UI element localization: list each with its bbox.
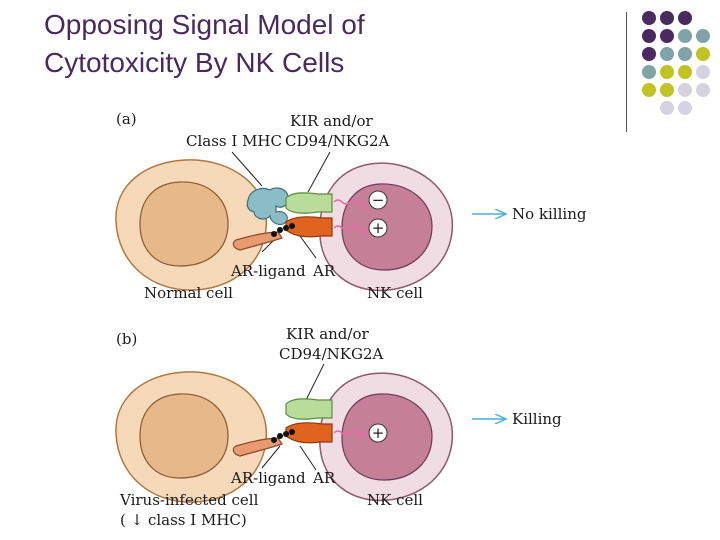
target-cell-label-line1: Virus-infected cell xyxy=(119,491,259,509)
decorative-dot xyxy=(678,11,692,25)
decorative-dot xyxy=(642,29,656,43)
inhibitory-signal-wave xyxy=(333,199,366,204)
panel-a-label: (a) xyxy=(116,110,137,128)
decorative-dot xyxy=(642,65,656,79)
receptor-label-line1: KIR and/or xyxy=(290,112,373,130)
ar-ligand xyxy=(232,231,283,251)
ligand-dot xyxy=(289,223,295,229)
ar-receptor xyxy=(285,422,333,444)
nk-cell-label: NK cell xyxy=(367,284,423,302)
outcome-label: Killing xyxy=(512,410,562,428)
ar-label: AR xyxy=(312,469,336,487)
receptor-leader-line xyxy=(305,363,325,401)
decorative-dot xyxy=(678,47,692,61)
nk-cell-nucleus xyxy=(341,393,433,481)
title-line-1: Opposing Signal Model of xyxy=(44,9,365,40)
ligand-leader-line xyxy=(261,445,281,469)
ar-leader-line xyxy=(299,235,317,259)
activating-signal-wave xyxy=(333,430,366,435)
ligand-dot xyxy=(283,431,289,437)
ligand-label: AR-ligand xyxy=(230,262,306,280)
activating-sign: + xyxy=(372,424,385,442)
kir-receptor xyxy=(285,398,333,420)
ligand-dot xyxy=(289,429,295,435)
mhc-leader-line xyxy=(231,151,263,187)
decorative-divider xyxy=(626,12,627,132)
decorative-dot xyxy=(678,29,692,43)
nk-cell-label: NK cell xyxy=(367,491,423,509)
ligand-dot xyxy=(277,227,283,233)
mhc-label: Class I MHC xyxy=(186,132,282,150)
inhibitory-sign-circle xyxy=(368,190,388,210)
virus-infected-cell-nucleus xyxy=(139,393,229,479)
ligand-dot xyxy=(271,437,277,443)
ar-ligand xyxy=(232,437,283,457)
title-line-2: Cytotoxicity By NK Cells xyxy=(44,47,345,78)
receptor-leader-line xyxy=(307,151,331,193)
activating-sign: + xyxy=(372,219,385,237)
ar-leader-line xyxy=(299,445,317,471)
decorative-dot xyxy=(660,65,674,79)
decorative-dot xyxy=(696,83,710,97)
normal-cell-nucleus xyxy=(139,181,229,267)
decorative-dot xyxy=(678,101,692,115)
activating-signal-wave xyxy=(333,225,366,230)
kir-receptor xyxy=(285,192,333,214)
inhibitory-sign: − xyxy=(372,191,385,209)
panel-b-label: (b) xyxy=(116,330,137,348)
ligand-dot xyxy=(271,231,277,237)
decorative-dot xyxy=(642,11,656,25)
slide-title: Opposing Signal Model of Cytotoxicity By… xyxy=(44,6,564,82)
receptor-label-line1: KIR and/or xyxy=(286,325,369,343)
decorative-dot xyxy=(660,47,674,61)
panel-a: (a) KIR and/or CD94/NKG2A Class I MHC xyxy=(115,110,587,302)
target-cell-label: Normal cell xyxy=(144,284,233,302)
ligand-dot xyxy=(277,433,283,439)
decorative-dot xyxy=(696,29,710,43)
receptor-label-line2: CD94/NKG2A xyxy=(285,132,390,150)
decorative-dot xyxy=(660,29,674,43)
decorative-dot xyxy=(678,65,692,79)
decorative-dot xyxy=(696,47,710,61)
ar-receptor xyxy=(285,216,333,238)
decorative-dot xyxy=(678,83,692,97)
outcome-label: No killing xyxy=(512,205,587,223)
decorative-dot xyxy=(642,83,656,97)
target-cell-label-line2: ( ↓ class I MHC) xyxy=(120,511,247,529)
decorative-dot xyxy=(660,101,674,115)
activating-sign-circle xyxy=(368,423,388,443)
class-i-mhc xyxy=(246,187,289,226)
decorative-dot xyxy=(696,65,710,79)
decorative-dot xyxy=(642,47,656,61)
activating-sign-circle xyxy=(368,218,388,238)
decorative-dot xyxy=(660,83,674,97)
decorative-dot xyxy=(660,11,674,25)
decorative-dot-grid xyxy=(640,8,720,123)
receptor-label-line2: CD94/NKG2A xyxy=(279,345,384,363)
ligand-label: AR-ligand xyxy=(230,469,306,487)
ligand-dot xyxy=(283,225,289,231)
ar-label: AR xyxy=(312,262,336,280)
panel-b: (b) KIR and/or CD94/NKG2A + Killing AR-l… xyxy=(115,325,562,529)
